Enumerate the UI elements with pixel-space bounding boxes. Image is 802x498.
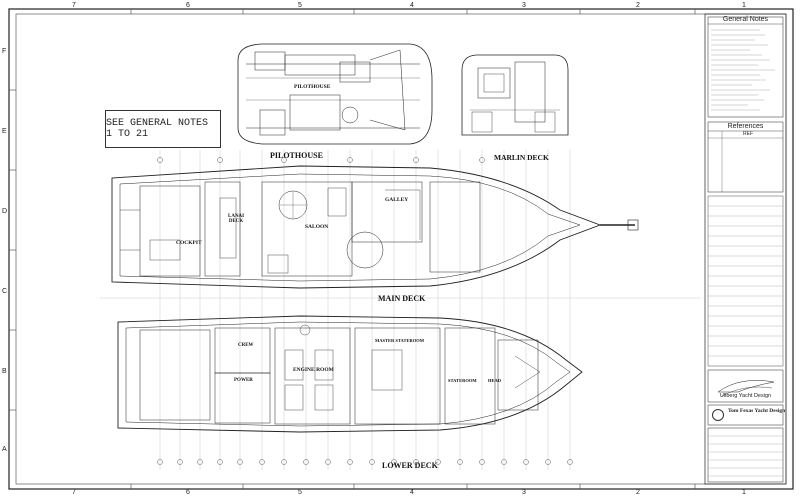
zone-row-B: B	[2, 368, 7, 375]
zone-col-2: 2	[636, 2, 640, 9]
marlin-deck-title: MARLIN DECK	[494, 153, 549, 162]
main-deck-plan	[111, 165, 639, 289]
zone-row-C: C	[2, 288, 8, 295]
designer-name: Tom Fexas Yacht Design	[728, 408, 786, 414]
zone-col-1: 1	[742, 2, 746, 9]
zone-col-7: 7	[72, 2, 76, 9]
zone-col-1-bottom: 1	[742, 489, 746, 496]
engine-room-label: ENGINE ROOM	[293, 367, 334, 373]
pilothouse-plan	[237, 43, 433, 145]
general-notes-callout: SEE GENERAL NOTES 1 TO 21	[105, 110, 221, 148]
master-stateroom-label: MASTER STATEROOM	[375, 338, 424, 343]
zone-row-E: E	[2, 128, 7, 135]
zone-row-F: F	[2, 48, 7, 55]
zone-col-5: 5	[298, 2, 302, 9]
zone-col-5-bottom: 5	[298, 489, 302, 496]
references-ref-column: REF	[743, 131, 753, 137]
zone-row-D: D	[2, 208, 8, 215]
galley-label: GALLEY	[385, 197, 409, 203]
lower-deck-title: LOWER DECK	[382, 461, 438, 470]
guest-stateroom-label: STATEROOM	[448, 378, 477, 383]
zone-col-4: 4	[410, 2, 414, 9]
general-notes-heading: General Notes	[722, 16, 769, 23]
head-label: HEAD	[488, 378, 502, 383]
pilothouse-room-label: PILOTHOUSE	[294, 84, 331, 90]
zone-col-6-bottom: 6	[186, 489, 190, 496]
designer-seal-icon	[712, 409, 724, 421]
main-deck-title: MAIN DECK	[378, 294, 426, 303]
zone-col-2-bottom: 2	[636, 489, 640, 496]
zone-col-7-bottom: 7	[72, 489, 76, 496]
title-block	[704, 13, 787, 485]
crew-label: CREW	[238, 343, 254, 348]
power-label: POWER	[234, 378, 253, 383]
zone-row-A: A	[2, 446, 7, 453]
zone-col-3: 3	[522, 2, 526, 9]
lanai-deck-label: LANAI DECK	[228, 214, 245, 224]
zone-col-3-bottom: 3	[522, 489, 526, 496]
cockpit-label: COCKPIT	[176, 240, 202, 246]
zone-col-4-bottom: 4	[410, 489, 414, 496]
zone-col-6: 6	[186, 2, 190, 9]
marlin-deck-plan	[461, 54, 569, 136]
references-heading: References	[727, 123, 764, 130]
pilothouse-title: PILOTHOUSE	[270, 151, 323, 160]
saloon-label: SALOON	[305, 224, 329, 230]
lower-deck-plan	[117, 315, 583, 433]
firm-logo-text: Ullberg Yacht Design	[719, 393, 772, 399]
